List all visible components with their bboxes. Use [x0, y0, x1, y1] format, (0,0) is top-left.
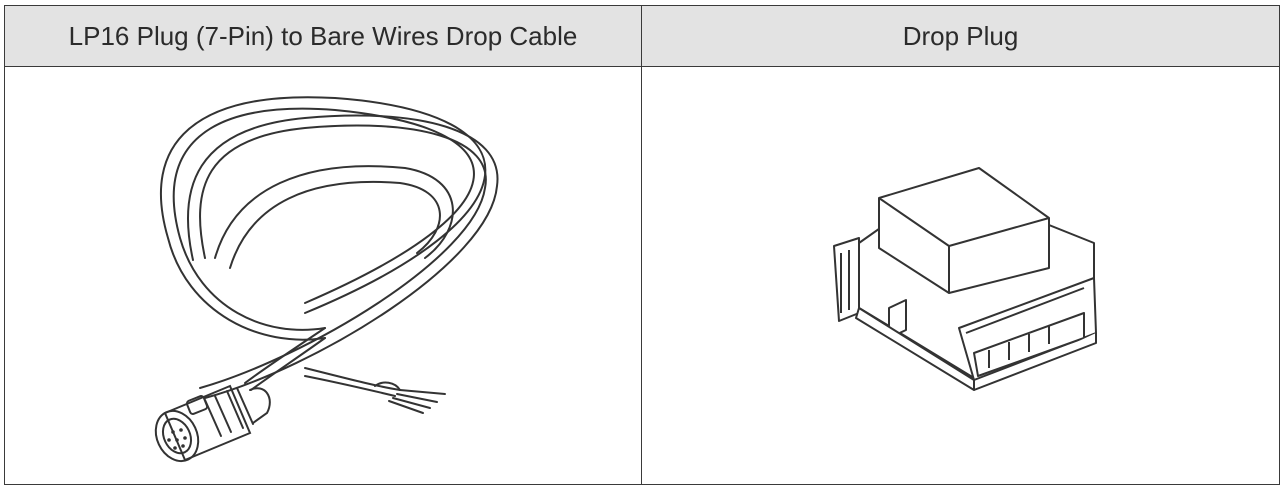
drop-plug-cell [642, 67, 1279, 484]
column-header-label: LP16 Plug (7-Pin) to Bare Wires Drop Cab… [68, 20, 578, 51]
drop-cable-cell [5, 67, 642, 484]
drop-cable-illustration [154, 95, 499, 462]
column-header-label: Drop Plug [902, 20, 1019, 51]
drop-plug-illustration [832, 166, 1097, 391]
column-header-drop-plug: Drop Plug [642, 6, 1279, 67]
product-table: LP16 Plug (7-Pin) to Bare Wires Drop Cab… [4, 5, 1280, 485]
column-header-drop-cable: LP16 Plug (7-Pin) to Bare Wires Drop Cab… [5, 6, 642, 67]
